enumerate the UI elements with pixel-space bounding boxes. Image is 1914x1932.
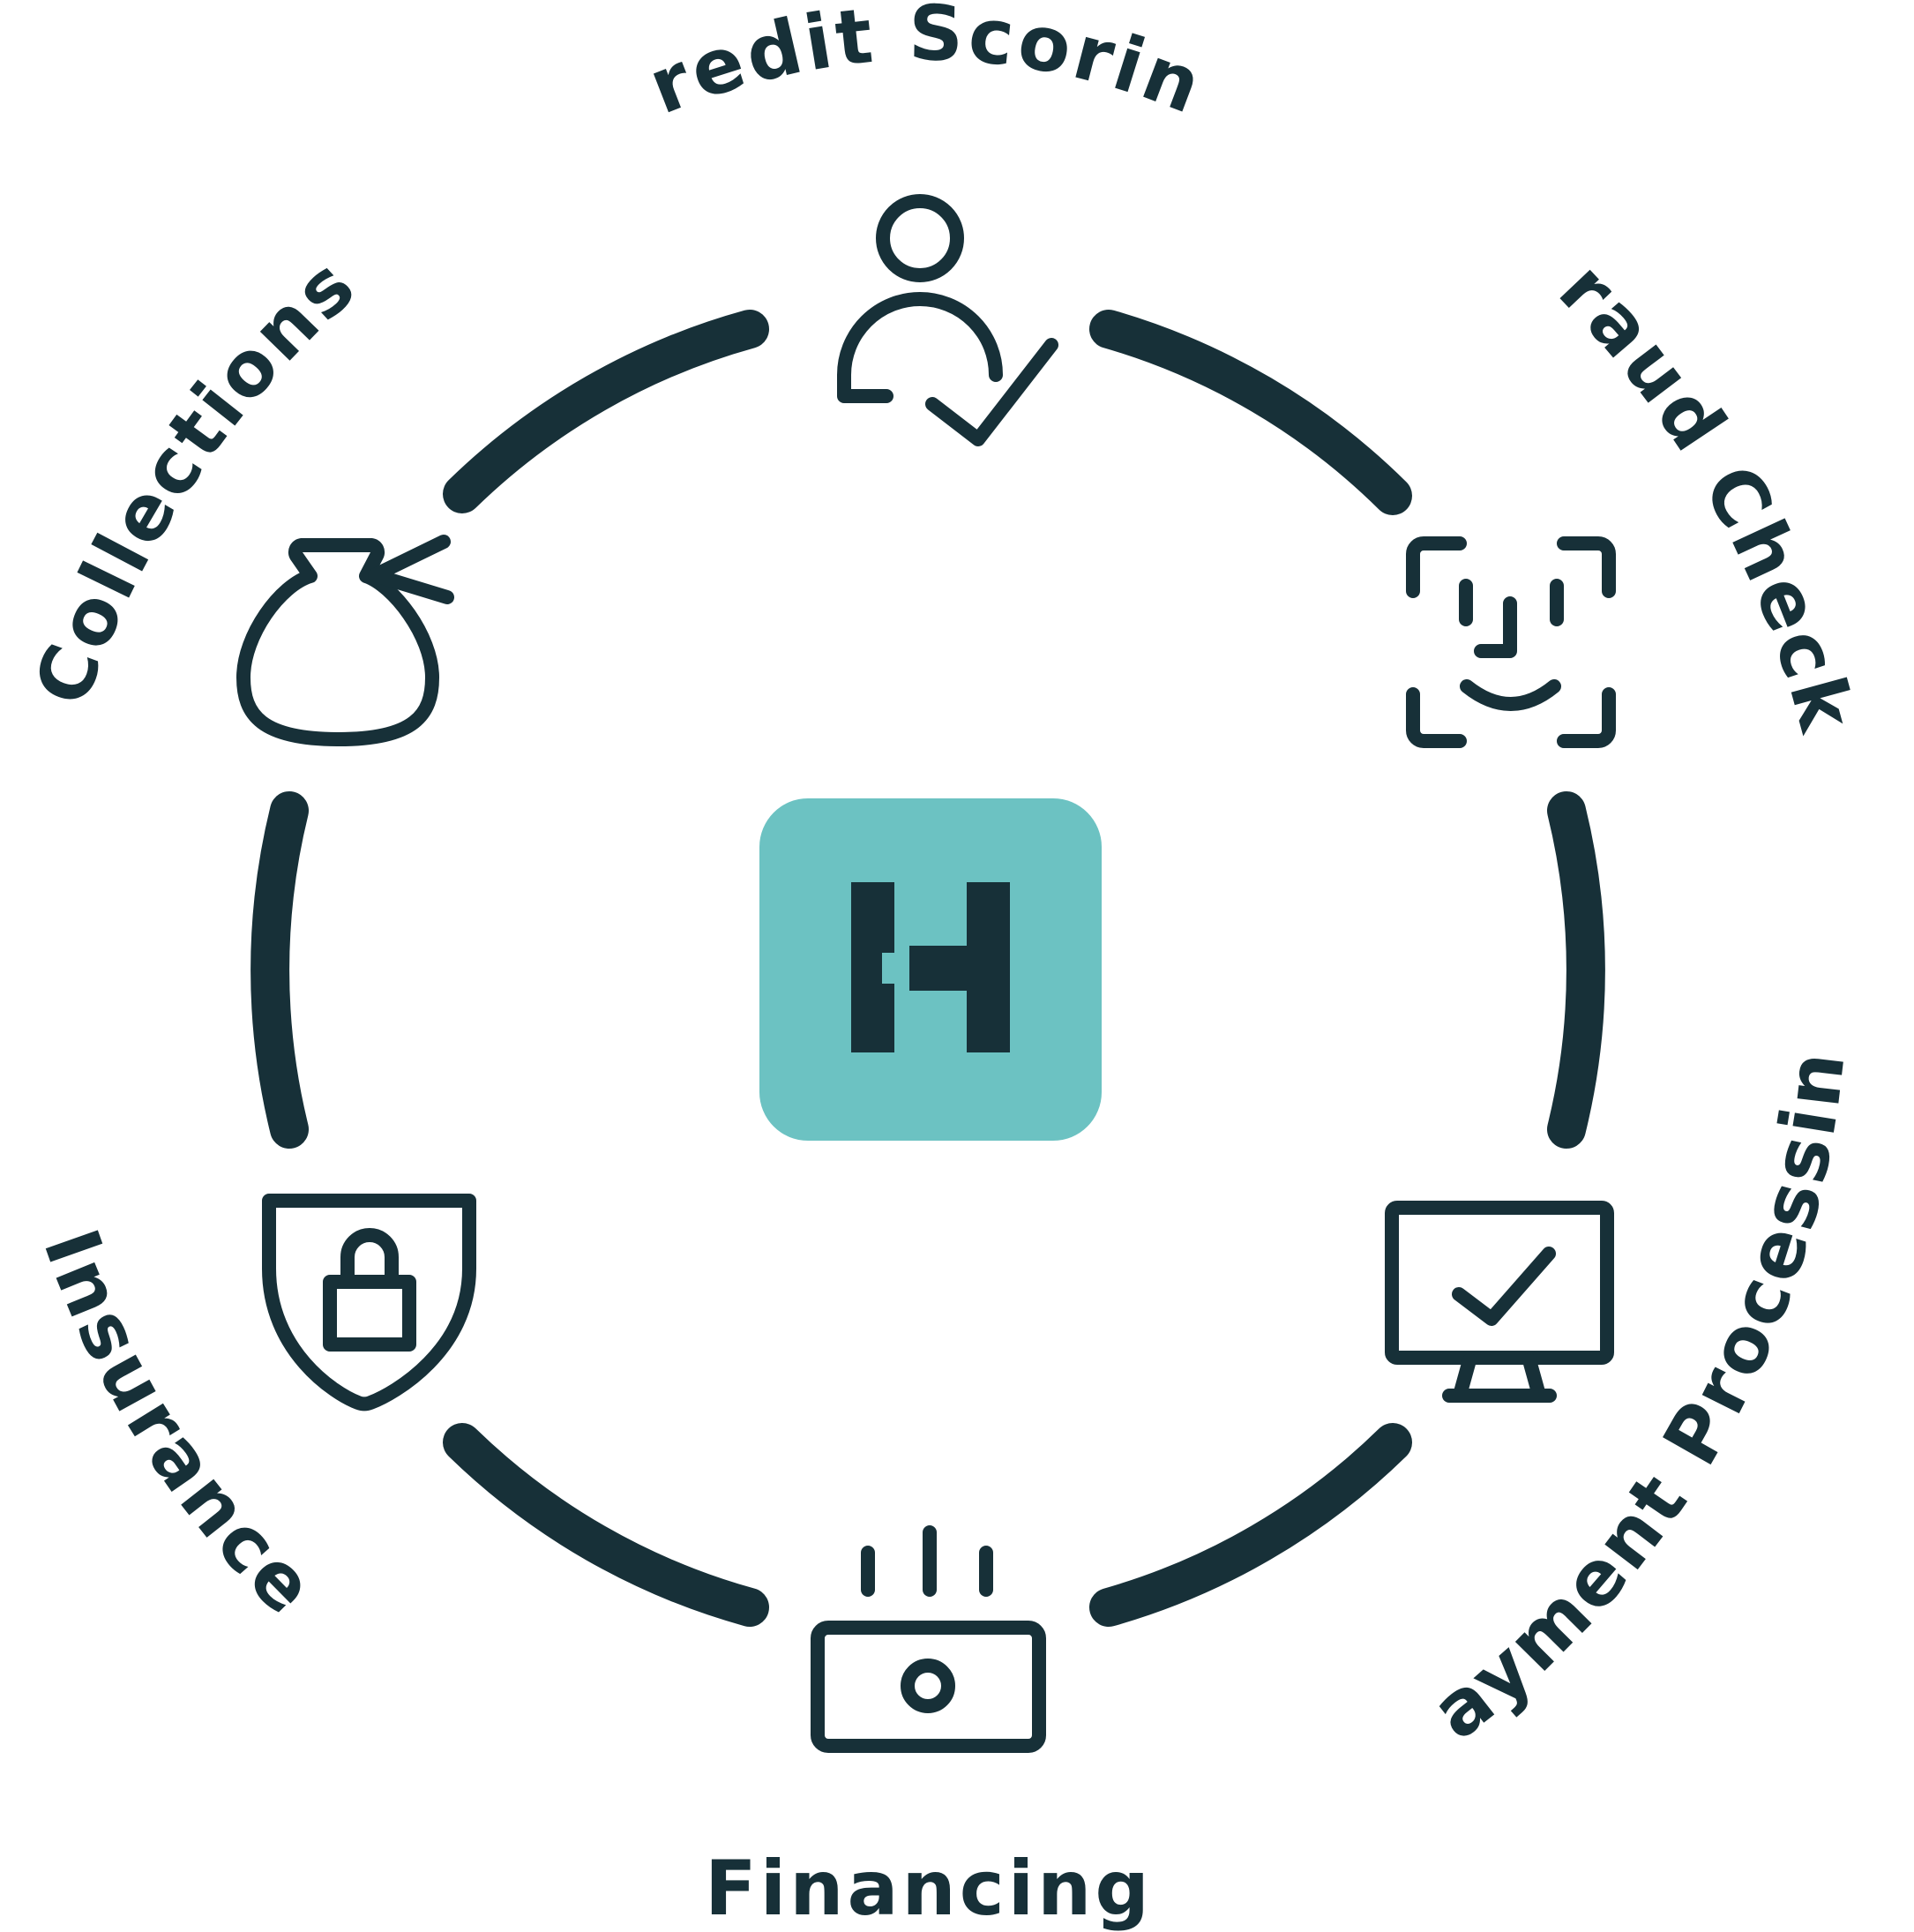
label-insurance: Insurance xyxy=(26,1219,333,1634)
cycle-ring xyxy=(250,310,1605,1627)
ring-arc-top-left xyxy=(443,310,769,513)
ring-arc-left xyxy=(250,791,309,1149)
label-financing: Financing xyxy=(705,1845,1153,1932)
ring-arc-right xyxy=(1547,791,1605,1149)
money-bag-icon xyxy=(236,535,454,746)
h-logo-icon xyxy=(851,882,1010,1052)
monitor-check-icon xyxy=(1385,1201,1614,1403)
shield-lock-icon xyxy=(262,1194,476,1412)
center-logo xyxy=(759,798,1102,1141)
label-collections: Collections xyxy=(18,240,374,716)
ring-arc-top-right xyxy=(1089,310,1412,515)
cash-icon xyxy=(811,1525,1046,1753)
person-check-icon xyxy=(837,194,1058,446)
label-credit-scoring: Credit Scoring xyxy=(0,0,1215,132)
ring-arc-bottom-left xyxy=(443,1423,769,1627)
ring-arc-bottom-right xyxy=(1089,1423,1412,1627)
face-scan-icon xyxy=(1406,536,1616,748)
